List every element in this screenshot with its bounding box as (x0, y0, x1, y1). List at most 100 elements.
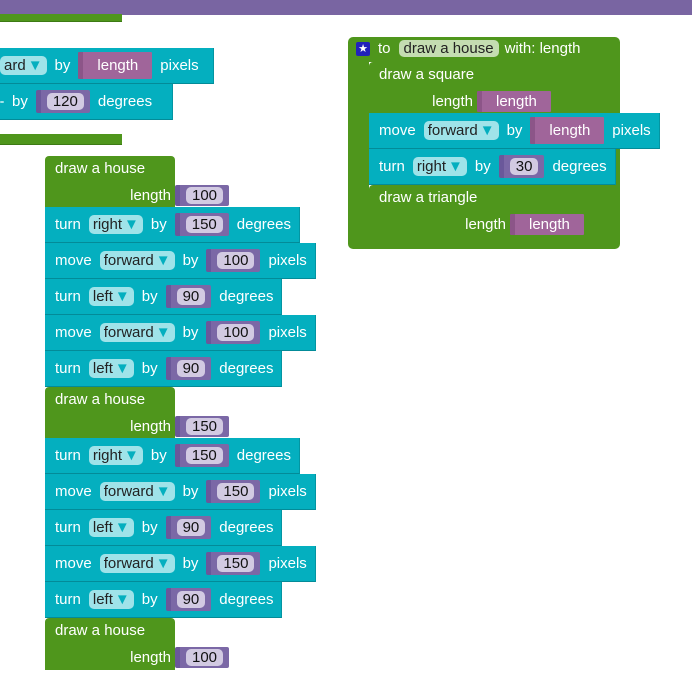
direction-dropdown[interactable]: right▼ (88, 446, 143, 465)
direction-dropdown[interactable]: forward▼ (423, 121, 499, 140)
number-block[interactable]: 90 (165, 285, 212, 308)
number-block[interactable]: 120 (35, 90, 90, 113)
direction-dropdown[interactable]: forward▼ (99, 482, 175, 501)
move-block-partial[interactable]: ard▼ by length pixels (0, 48, 214, 84)
variable-block[interactable]: length (477, 90, 551, 112)
unit-label: pixels (612, 122, 651, 139)
argument-slot: length (510, 211, 584, 237)
block-verb-label: move (55, 324, 92, 341)
number-block[interactable]: 100 (206, 249, 261, 272)
number-field[interactable]: 90 (176, 591, 206, 608)
number-block[interactable]: 150 (174, 213, 229, 236)
dropdown-arrow-icon: ▼ (114, 519, 130, 536)
number-field[interactable]: 120 (46, 93, 84, 110)
direction-dropdown[interactable]: right▼ (88, 215, 143, 234)
direction-dropdown[interactable]: left▼ (88, 590, 134, 609)
dropdown-arrow-icon: ▼ (155, 483, 171, 500)
number-block[interactable]: 150 (206, 480, 261, 503)
dropdown-value: right (92, 216, 123, 233)
number-field[interactable]: 150 (217, 483, 255, 500)
direction-dropdown[interactable]: forward▼ (99, 323, 175, 342)
dropdown-arrow-icon: ▼ (155, 252, 171, 269)
number-field[interactable]: 100 (217, 252, 255, 269)
unit-label: pixels (268, 324, 307, 341)
block-verb-label: turn (55, 288, 81, 305)
number-field[interactable]: 150 (217, 555, 255, 572)
param-label: length (432, 92, 473, 110)
param-label: length (130, 186, 171, 204)
number-field[interactable]: 100 (186, 648, 224, 666)
label: by (150, 447, 167, 464)
variable-block[interactable]: length (530, 117, 605, 144)
number-block[interactable]: 150 (206, 552, 261, 575)
number-field[interactable]: 150 (185, 447, 223, 464)
partial-block-bottom[interactable] (0, 134, 122, 145)
number-block[interactable]: 90 (165, 516, 212, 539)
number-block[interactable]: 90 (165, 357, 212, 380)
block-verb-label: turn (55, 591, 81, 608)
turn-block-partial[interactable]: by 120 degrees (0, 84, 173, 120)
workspace-header-bar (0, 0, 692, 15)
dropdown-arrow-icon: ▼ (155, 555, 171, 572)
number-block[interactable]: 100 (206, 321, 261, 344)
procedure-name-field[interactable]: draw a house (398, 40, 499, 57)
number-block[interactable]: 150 (174, 444, 229, 467)
number-block[interactable]: 30 (498, 155, 545, 178)
argument-slot: 100 (175, 644, 230, 670)
direction-dropdown[interactable]: left▼ (88, 518, 134, 537)
dropdown-arrow-icon: ▼ (479, 122, 495, 139)
number-field[interactable]: 90 (176, 519, 206, 536)
direction-dropdown[interactable]: left▼ (88, 287, 134, 306)
number-field[interactable]: 100 (186, 186, 224, 204)
label: degrees (97, 93, 153, 110)
argument-slot: length (477, 88, 551, 114)
number-block[interactable]: 100 (175, 184, 230, 206)
variable-block[interactable]: length (510, 213, 584, 235)
number-field[interactable]: 90 (176, 360, 206, 377)
direction-dropdown[interactable] (0, 100, 4, 103)
block-verb-label: move (379, 122, 416, 139)
number-field[interactable]: 150 (186, 417, 224, 435)
label: pixels (160, 57, 199, 74)
direction-dropdown[interactable]: right▼ (412, 157, 467, 176)
block-verb-label: turn (55, 447, 81, 464)
block-verb-label: turn (55, 519, 81, 536)
number-block[interactable]: 150 (175, 415, 230, 437)
number-field[interactable]: 90 (176, 288, 206, 305)
dropdown-value: forward (103, 483, 154, 500)
direction-dropdown[interactable]: left▼ (88, 359, 134, 378)
dropdown-value: left (92, 519, 113, 536)
procedure-call-name: draw a triangle (369, 185, 510, 212)
dropdown-arrow-icon: ▼ (114, 591, 130, 608)
label: by (141, 360, 158, 377)
procedure-call-name: draw a house (45, 387, 175, 414)
procedure-call-param: length (369, 88, 477, 114)
number-field[interactable]: 150 (185, 216, 223, 233)
argument-slot: 150 (175, 413, 230, 439)
number-block[interactable]: 90 (165, 588, 212, 611)
number-field[interactable]: 100 (217, 324, 255, 341)
direction-dropdown[interactable]: ard▼ (0, 56, 47, 75)
block-verb-label: turn (379, 158, 405, 175)
star-icon[interactable]: ★ (356, 41, 370, 56)
variable-block[interactable]: length (78, 52, 153, 79)
direction-dropdown[interactable]: forward▼ (99, 251, 175, 270)
partial-block-bottom[interactable] (0, 14, 122, 22)
number-field[interactable]: 30 (509, 158, 539, 175)
number-block[interactable]: 100 (175, 646, 230, 668)
argument-slot: 100 (175, 182, 230, 208)
direction-dropdown[interactable]: forward▼ (99, 554, 175, 573)
dropdown-value: forward (103, 555, 154, 572)
